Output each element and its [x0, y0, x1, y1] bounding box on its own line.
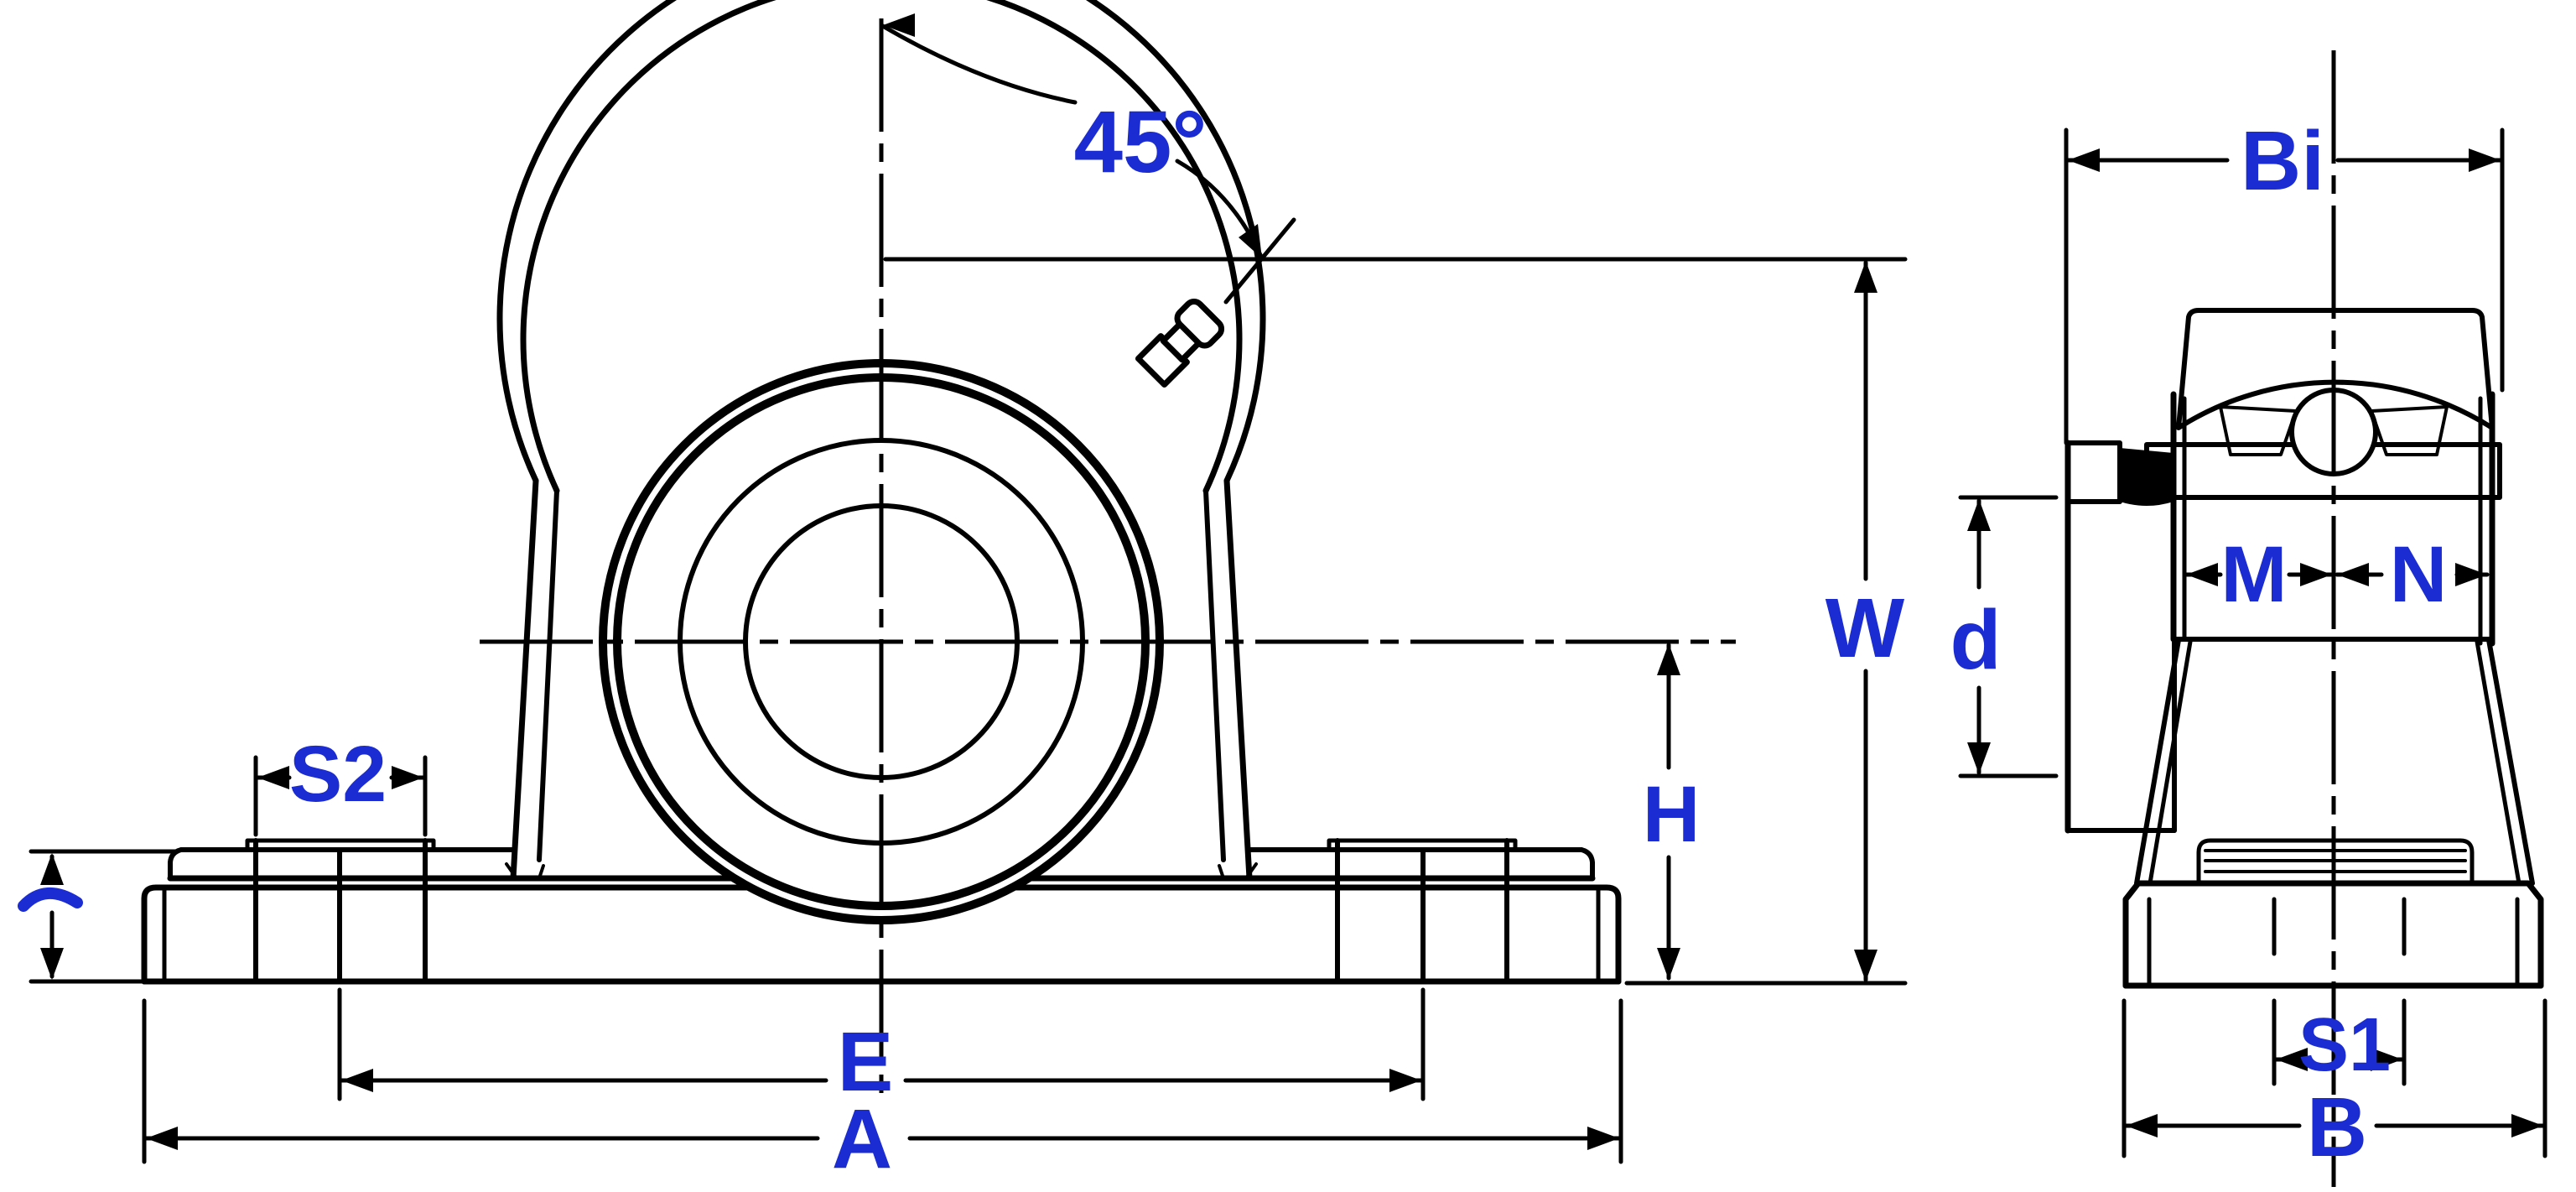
dimension-H: H	[1643, 643, 1701, 981]
dimension-A: A	[142, 998, 1623, 1186]
dimension-d: d	[1950, 495, 2059, 778]
dimension-Bi: Bi	[2064, 114, 2505, 445]
dim-label-A: A	[832, 1092, 892, 1186]
partial-dimension-label	[18, 887, 83, 912]
dim-label-M: M	[2220, 530, 2287, 619]
dimension-45deg: 45°	[879, 13, 1296, 305]
dimension-M: M	[2184, 530, 2334, 619]
dim-label-angle: 45°	[1074, 93, 1208, 191]
housing-faces	[2170, 391, 2496, 647]
dimension-base-lip	[18, 849, 180, 984]
grease-fitting	[1135, 298, 1225, 388]
dim-label-d: d	[1950, 593, 2001, 687]
dim-label-Bi: Bi	[2241, 114, 2324, 208]
dim-label-S2: S2	[289, 730, 387, 819]
dimension-N: N	[2334, 530, 2490, 619]
housing-section	[2176, 308, 2495, 430]
dimension-S1: S1	[2272, 998, 2407, 1087]
side-view	[2064, 50, 2544, 1187]
race-left	[2219, 405, 2298, 456]
side-arch-legs	[2134, 638, 2535, 886]
dimension-B: B	[2122, 998, 2547, 1174]
set-screw	[2120, 448, 2174, 506]
dimension-W: W	[883, 257, 1908, 986]
dimension-E: E	[337, 987, 1426, 1109]
dim-label-B: B	[2307, 1080, 2367, 1174]
dim-label-W: W	[1826, 581, 1905, 675]
dim-label-H: H	[1643, 770, 1701, 859]
dim-label-N: N	[2390, 530, 2448, 619]
race-right	[2370, 405, 2449, 456]
front-view	[141, 0, 1736, 1103]
dim-label-S1: S1	[2298, 1003, 2391, 1087]
dim-label-E: E	[838, 1015, 894, 1109]
dimension-S2: S2	[253, 730, 428, 837]
